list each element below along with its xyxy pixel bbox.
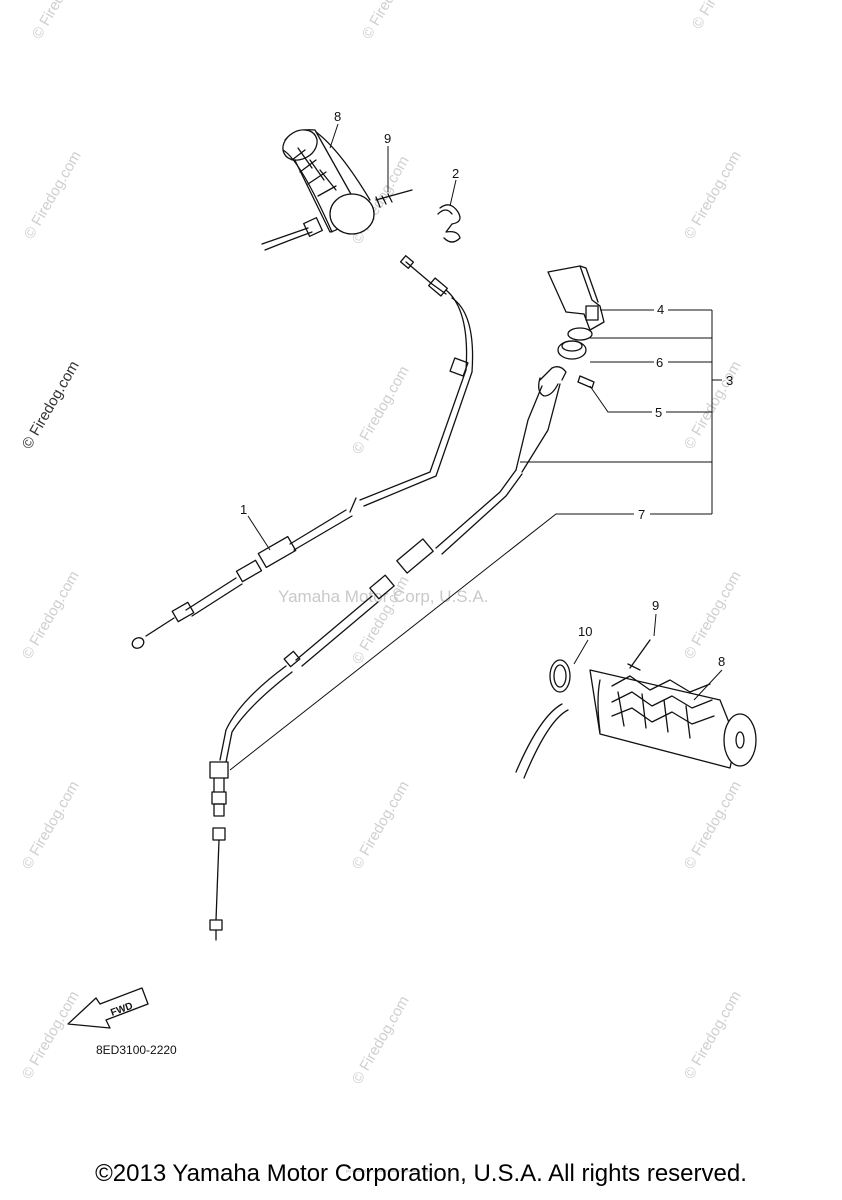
watermark: © Firedog.com — [349, 778, 413, 872]
callout-8-upper: 8 — [334, 109, 341, 124]
center-watermark: Yamaha Motor Corp, U.S.A. — [278, 587, 488, 606]
callout-8-lower: 8 — [718, 654, 725, 669]
cable-long — [131, 255, 474, 649]
callout-2: 2 — [452, 166, 459, 181]
watermark-layer: © Firedog.com © Firedog.com © Firedog.co… — [19, 0, 753, 1087]
watermark: © Firedog.com — [19, 568, 83, 662]
watermark: © Firedog.com — [681, 148, 745, 242]
cable-short — [209, 469, 523, 941]
callout-1: 1 — [240, 502, 247, 517]
watermark: © Firedog.com — [681, 568, 745, 662]
tiny-note: (c) 2005-2016 Yamaha Motor Corporation, … — [346, 1168, 434, 1173]
callout-5: 5 — [655, 405, 662, 420]
watermark: © Firedog.com — [349, 363, 413, 457]
throttle-assembly — [515, 265, 605, 473]
fwd-arrow — [67, 987, 149, 1029]
watermark: © Firedog.com — [19, 358, 83, 452]
clip-part — [437, 204, 461, 243]
watermark: © Firedog.com — [21, 148, 85, 242]
watermark: © Firedog.com — [681, 988, 745, 1082]
grip-upper — [261, 129, 375, 251]
watermark: © Firedog.com — [681, 778, 745, 872]
copyright-notice: ©2013 Yamaha Motor Corporation, U.S.A. A… — [95, 1160, 747, 1187]
watermark: © Firedog.com — [681, 358, 745, 452]
watermark: © Firedog.com — [19, 988, 83, 1082]
bolt-upper — [375, 189, 413, 208]
callout-labels: 1 2 3 4 5 6 7 8 8 9 9 10 — [240, 109, 733, 669]
watermark: © Firedog.com — [359, 0, 423, 42]
watermark: © Firedog.com — [19, 778, 83, 872]
diagram-code: 8ED3100-2220 — [96, 1043, 177, 1057]
callout-4: 4 — [657, 302, 664, 317]
callout-9-lower: 9 — [652, 598, 659, 613]
watermark: © Firedog.com — [349, 993, 413, 1087]
callout-9-upper: 9 — [384, 131, 391, 146]
callout-3: 3 — [726, 373, 733, 388]
callout-7: 7 — [638, 507, 645, 522]
callout-6: 6 — [656, 355, 663, 370]
watermark: © Firedog.com — [689, 0, 753, 32]
leader-lines — [229, 123, 723, 771]
callout-10: 10 — [578, 624, 592, 639]
grip-lower — [515, 639, 757, 779]
watermark: © Firedog.com — [29, 0, 93, 42]
